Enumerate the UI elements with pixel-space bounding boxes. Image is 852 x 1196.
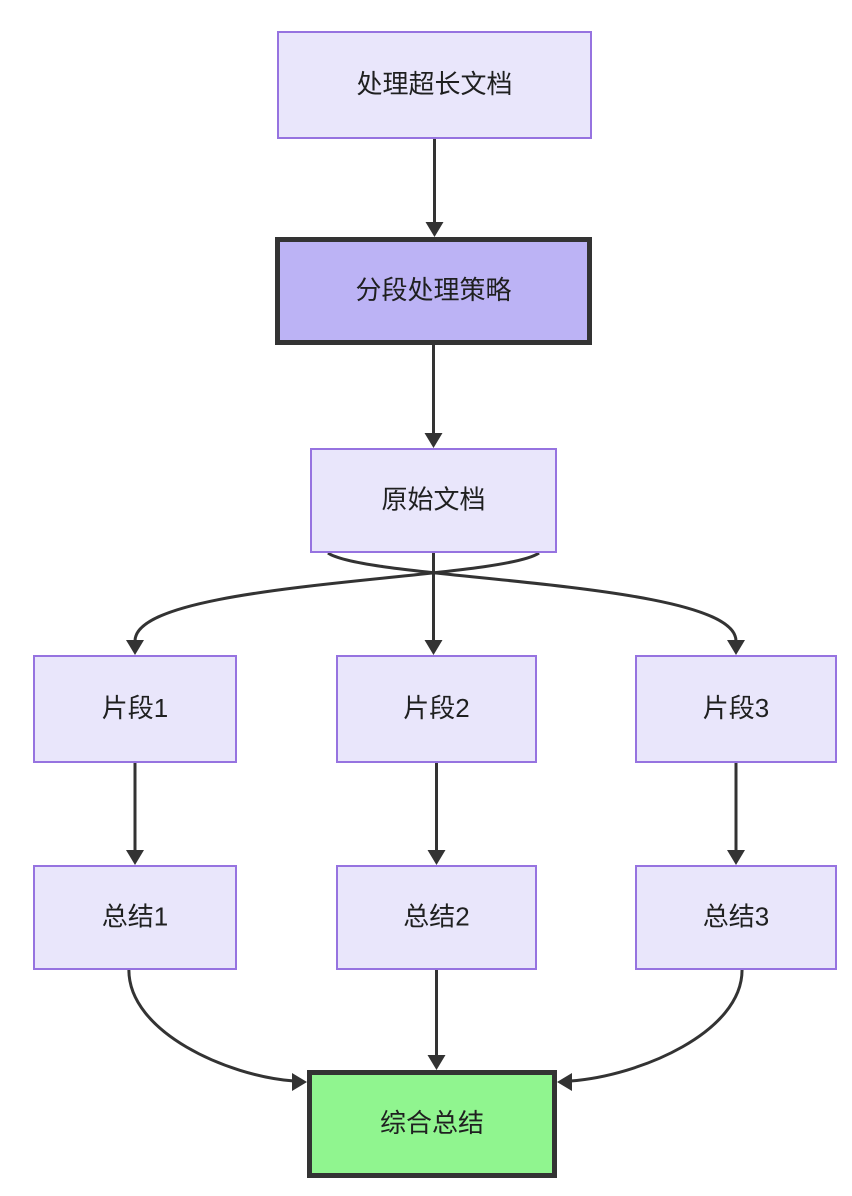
node-label-chunk-3: 片段3: [703, 693, 769, 723]
node-box-source-doc[interactable]: [310, 448, 557, 553]
node-process-long-doc[interactable]: 处理超长文档: [277, 31, 592, 139]
node-box-summary-2[interactable]: [336, 865, 537, 970]
node-box-chunk-2[interactable]: [336, 655, 537, 763]
node-chunk-1[interactable]: 片段1: [33, 655, 237, 763]
node-box-process-long-doc[interactable]: [277, 31, 592, 139]
edge-chunk-strategy-to-source-doc: [424, 345, 443, 448]
node-chunk-2[interactable]: 片段2: [336, 655, 537, 763]
node-box-chunk-1[interactable]: [33, 655, 237, 763]
node-box-chunk-strategy[interactable]: [275, 237, 592, 345]
node-label-process-long-doc: 处理超长文档: [356, 69, 512, 99]
node-box-summary-1[interactable]: [33, 865, 237, 970]
node-box-summary-3[interactable]: [635, 865, 837, 970]
edge-process-long-doc-to-chunk-strategy: [425, 139, 444, 237]
edge-chunk-3-to-summary-3: [727, 763, 745, 865]
node-summary-3[interactable]: 总结3: [635, 865, 837, 970]
node-label-chunk-1: 片段1: [102, 693, 168, 723]
edge-chunk-1-to-summary-1: [126, 763, 144, 865]
edge-source-doc-to-chunk-1: [126, 551, 540, 655]
edge-summary-2-to-final-summary: [427, 970, 446, 1070]
edge-chunk-2-to-summary-2: [427, 763, 446, 865]
node-summary-2[interactable]: 总结2: [336, 865, 537, 970]
node-label-chunk-strategy: 分段处理策略: [355, 275, 511, 305]
edge-source-doc-to-chunk-2: [424, 553, 443, 655]
node-label-summary-1: 总结1: [102, 901, 168, 931]
node-label-final-summary: 综合总结: [380, 1108, 484, 1138]
node-label-summary-3: 总结3: [703, 901, 769, 931]
node-chunk-3[interactable]: 片段3: [635, 655, 837, 763]
edges-layer: [126, 139, 745, 1091]
edge-summary-3-to-final-summary: [557, 969, 744, 1091]
node-final-summary[interactable]: 综合总结: [307, 1070, 557, 1178]
node-chunk-strategy[interactable]: 分段处理策略: [275, 237, 592, 345]
edge-source-doc-to-chunk-3: [327, 551, 745, 655]
node-source-doc[interactable]: 原始文档: [310, 448, 557, 553]
node-label-chunk-2: 片段2: [403, 693, 469, 723]
node-label-source-doc: 原始文档: [381, 484, 485, 514]
node-summary-1[interactable]: 总结1: [33, 865, 237, 970]
node-label-summary-2: 总结2: [403, 901, 469, 931]
node-box-chunk-3[interactable]: [635, 655, 837, 763]
edge-summary-1-to-final-summary: [127, 969, 307, 1091]
node-box-final-summary[interactable]: [307, 1070, 557, 1178]
